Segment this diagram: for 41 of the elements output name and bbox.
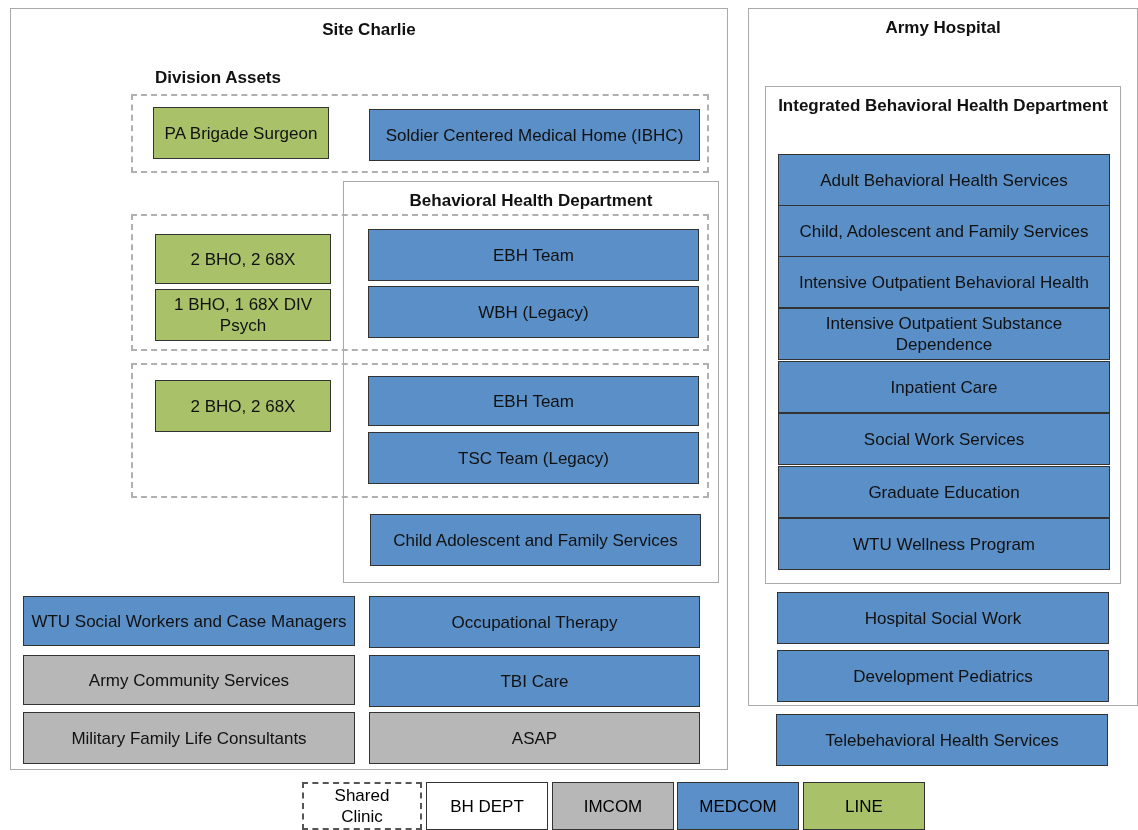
unit-box: WBH (Legacy): [368, 286, 699, 338]
panel-heading: Army Hospital: [884, 17, 1002, 38]
panel-heading: Division Assets: [155, 67, 281, 88]
unit-box: Social Work Services: [778, 413, 1110, 465]
unit-box: Occupational Therapy: [369, 596, 700, 648]
unit-box: 2 BHO, 2 68X: [155, 380, 331, 432]
legend-label: BH DEPT: [450, 795, 524, 817]
panel-heading: Integrated Behavioral Health Department: [777, 95, 1109, 116]
legend-label: Shared Clinic: [333, 785, 391, 827]
legend-label: MEDCOM: [699, 795, 777, 817]
legend-label: IMCOM: [583, 795, 643, 817]
group-panel: [343, 181, 719, 583]
unit-box: Military Family Life Consultants: [23, 712, 355, 764]
unit-box: TBI Care: [369, 655, 700, 707]
unit-box: Telebehavioral Health Services: [776, 714, 1108, 766]
unit-box: Intensive Outpatient Substance Dependence: [778, 308, 1110, 360]
section-panel: [10, 8, 728, 770]
unit-box: Development Pediatrics: [777, 650, 1109, 702]
group-panel: [765, 86, 1121, 584]
unit-box: Graduate Education: [778, 466, 1110, 518]
unit-box: Inpatient Care: [778, 361, 1110, 413]
panel-heading: Behavioral Health Department: [408, 190, 654, 211]
unit-box: 2 BHO, 2 68X: [155, 234, 331, 284]
unit-box: WTU Wellness Program: [778, 518, 1110, 570]
unit-box: Adult Behavioral Health Services: [778, 154, 1110, 206]
unit-box: EBH Team: [368, 376, 699, 426]
unit-box: ASAP: [369, 712, 700, 764]
section-panel: [748, 8, 1138, 706]
unit-box: PA Brigade Surgeon: [153, 107, 329, 159]
unit-box: WTU Social Workers and Case Managers: [23, 596, 355, 646]
unit-box: Army Community Services: [23, 655, 355, 705]
unit-box: TSC Team (Legacy): [368, 432, 699, 484]
panel-heading: Site Charlie: [321, 19, 417, 40]
unit-box: Child, Adolescent and Family Services: [778, 205, 1110, 257]
unit-box: Hospital Social Work: [777, 592, 1109, 644]
unit-box: 1 BHO, 1 68X DIV Psych: [155, 289, 331, 341]
unit-box: EBH Team: [368, 229, 699, 281]
unit-box: Intensive Outpatient Behavioral Health: [778, 256, 1110, 308]
unit-box: Child Adolescent and Family Services: [370, 514, 701, 566]
legend-label: LINE: [845, 795, 883, 817]
unit-box: Soldier Centered Medical Home (IBHC): [369, 109, 700, 161]
